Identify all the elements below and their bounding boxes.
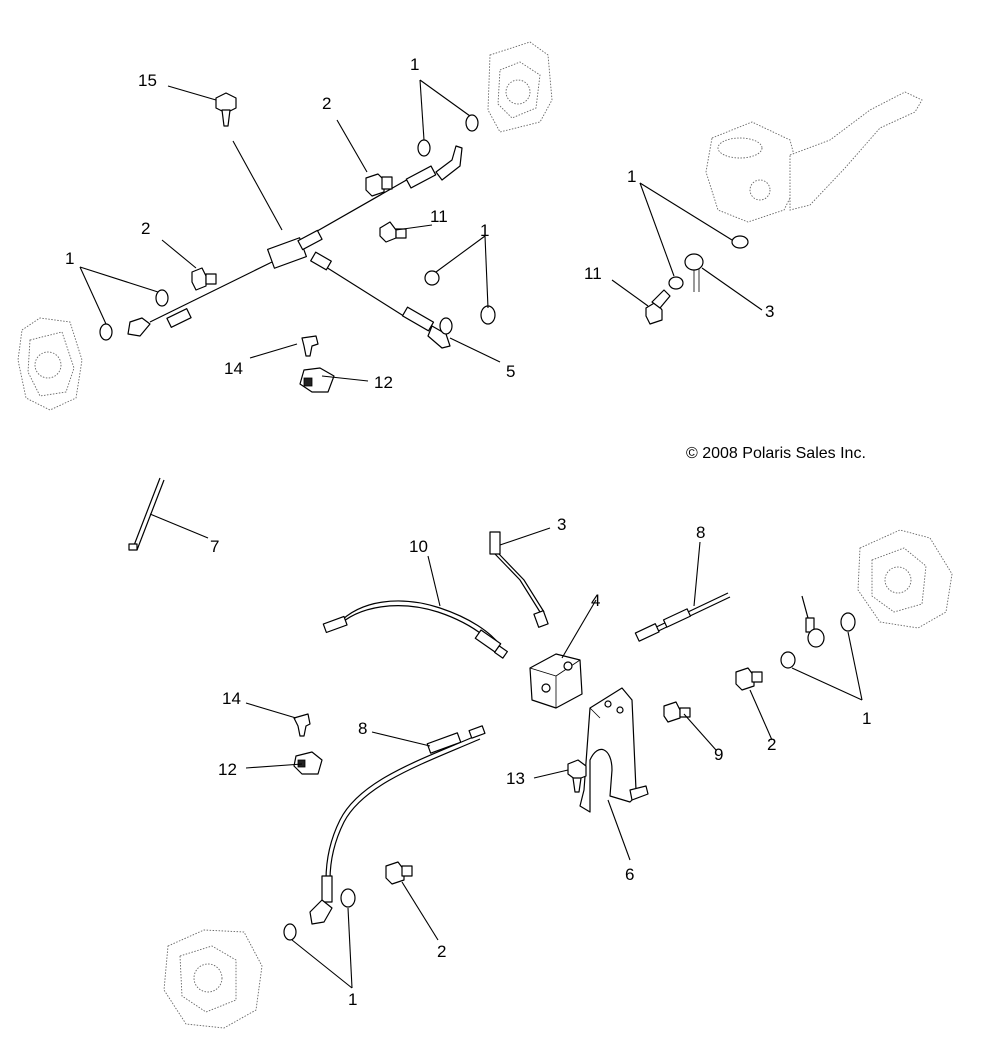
- callout-14: 14: [224, 359, 243, 378]
- brake-hose-10: [322, 600, 508, 659]
- brake-line-3: [489, 531, 549, 628]
- callout-10: 10: [409, 537, 428, 556]
- mounting-bracket: [579, 687, 649, 813]
- washer-parts-upper: [99, 114, 749, 341]
- bolt-parts-upper: [191, 92, 671, 393]
- callout-2: 2: [141, 219, 150, 238]
- callout-12: 12: [374, 373, 393, 392]
- callout-1: 1: [65, 249, 74, 268]
- callout-4: 4: [591, 591, 600, 610]
- callout-6: 6: [625, 865, 634, 884]
- callout-12: 12: [218, 760, 237, 779]
- callout-2: 2: [437, 942, 446, 961]
- lower-small-parts: [283, 612, 856, 941]
- callout-9: 9: [714, 745, 723, 764]
- callout-2: 2: [767, 735, 776, 754]
- callout-2: 2: [322, 94, 331, 113]
- master-cylinder-lever: [705, 91, 923, 223]
- callout-1: 1: [480, 221, 489, 240]
- callout-1: 1: [410, 55, 419, 74]
- brake-junction-block: [529, 653, 583, 709]
- caliper-lower-left: [163, 929, 263, 1029]
- callout-1: 1: [627, 167, 636, 186]
- cable-tie: [128, 477, 165, 551]
- brake-hose-8-lower: [309, 725, 486, 925]
- brake-hose-8-upper: [634, 592, 731, 642]
- caliper-left: [17, 317, 83, 411]
- callout-1: 1: [348, 990, 357, 1009]
- leader-lines: [79, 79, 863, 989]
- caliper-top-right: [487, 41, 553, 133]
- callout-5: 5: [506, 362, 515, 381]
- callout-3: 3: [557, 515, 566, 534]
- callout-14: 14: [222, 689, 241, 708]
- copyright-notice: © 2008 Polaris Sales Inc.: [686, 445, 866, 462]
- callout-15: 15: [138, 71, 157, 90]
- callout-7: 7: [210, 537, 219, 556]
- caliper-lower-right: [857, 529, 953, 629]
- brake-line-tee-assembly: [127, 145, 463, 349]
- callout-labels: 15 2 1 2 11 1 1 14 12 5 1 11 3 7 10 3 8 …: [65, 55, 871, 1009]
- callout-8: 8: [696, 523, 705, 542]
- callout-11: 11: [584, 264, 602, 283]
- banjo-fitting-right: [801, 595, 825, 648]
- callout-3: 3: [765, 302, 774, 321]
- callout-11: 11: [430, 207, 448, 226]
- callout-13: 13: [506, 769, 525, 788]
- callout-8: 8: [358, 719, 367, 738]
- callout-1: 1: [862, 709, 871, 728]
